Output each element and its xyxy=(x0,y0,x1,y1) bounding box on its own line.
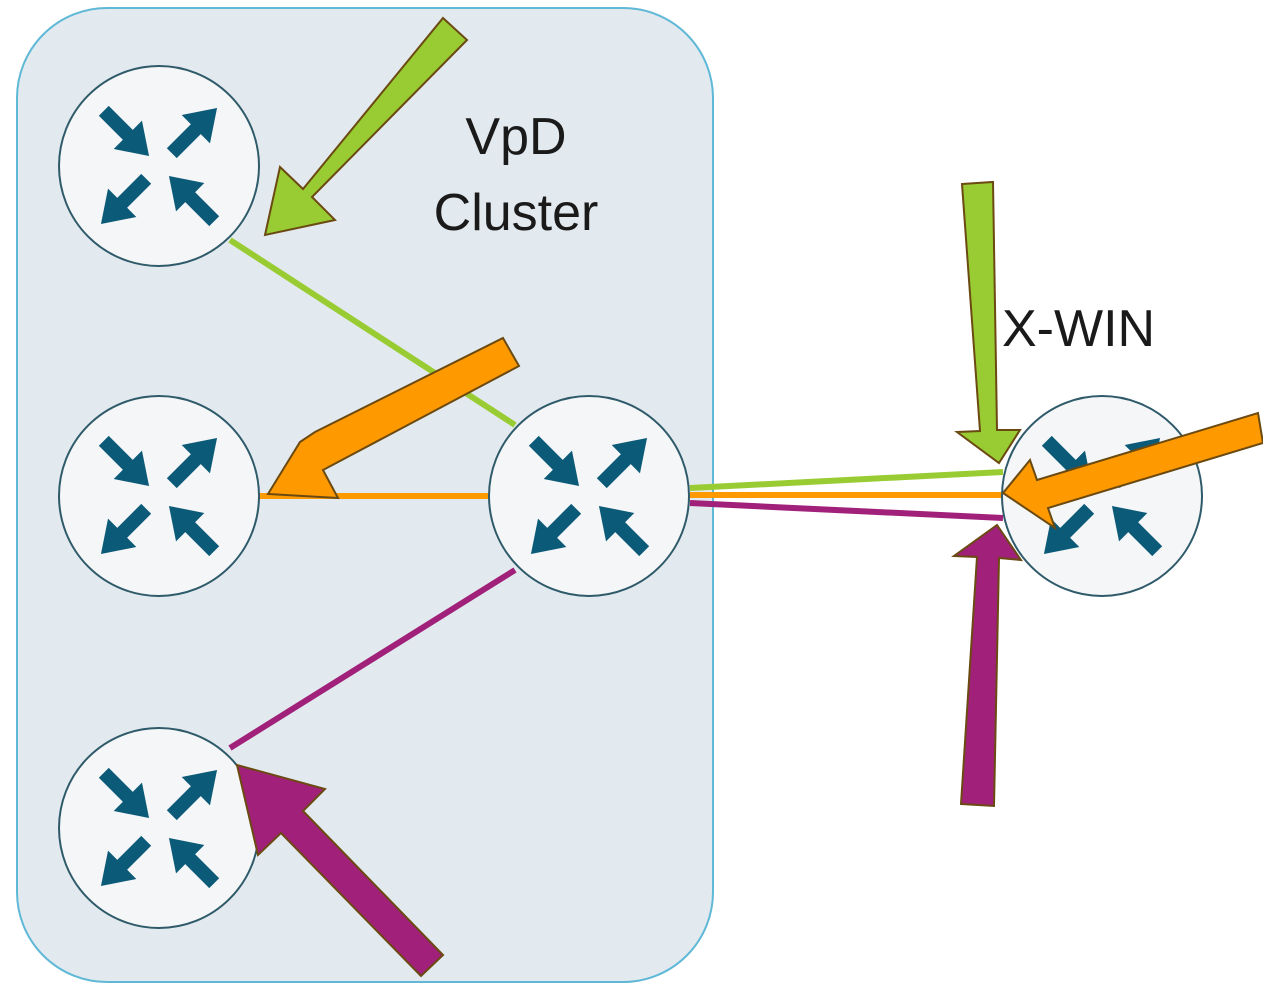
cluster-title-line2: Cluster xyxy=(434,184,599,242)
cluster-title-line1: VpD xyxy=(465,108,566,166)
router-top-left[interactable] xyxy=(58,65,260,267)
purple-arrow-bottom-left xyxy=(235,763,445,978)
router-bottom-left[interactable] xyxy=(58,727,260,929)
link-purple-bottom-to-hub xyxy=(228,567,517,751)
router-icon xyxy=(58,727,260,929)
router-icon xyxy=(58,65,260,267)
router-middle-left[interactable] xyxy=(58,395,260,597)
router-cluster-hub[interactable] xyxy=(488,395,690,597)
router-icon xyxy=(488,395,690,597)
link-green-hub-to-xwin xyxy=(689,469,1004,491)
purple-arrow-xwin xyxy=(951,523,1024,808)
link-purple-hub-to-xwin xyxy=(689,500,1004,521)
orange-arrow-middle-left xyxy=(266,336,521,500)
router-icon xyxy=(58,395,260,597)
green-arrow-xwin xyxy=(954,180,1022,465)
green-arrow-top-left xyxy=(263,16,469,237)
xwin-title: X-WIN xyxy=(1002,300,1155,358)
orange-arrow-xwin xyxy=(1001,411,1263,531)
